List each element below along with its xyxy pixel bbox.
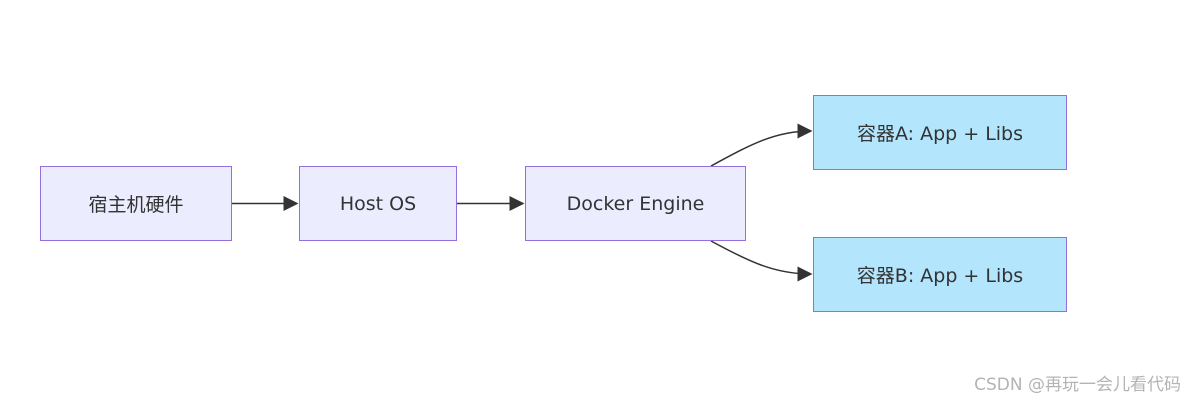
node-docker-engine: Docker Engine: [525, 166, 746, 241]
node-container-b: 容器B: App + Libs: [813, 237, 1067, 312]
node-container-a-label: 容器A: App + Libs: [856, 123, 1024, 145]
node-host-os: Host OS: [299, 166, 457, 241]
node-host-hardware: 宿主机硬件: [40, 166, 232, 241]
watermark: CSDN @再玩一会儿看代码: [974, 375, 1181, 395]
node-host-os-label: Host OS: [339, 192, 417, 215]
node-docker-engine-label: Docker Engine: [566, 192, 705, 215]
node-container-a: 容器A: App + Libs: [813, 95, 1067, 170]
edge-docker-to-container-a: [710, 123, 813, 167]
edge-docker-to-container-b: [710, 240, 813, 282]
node-container-b-label: 容器B: App + Libs: [856, 265, 1024, 287]
node-host-hardware-label: 宿主机硬件: [88, 194, 184, 216]
